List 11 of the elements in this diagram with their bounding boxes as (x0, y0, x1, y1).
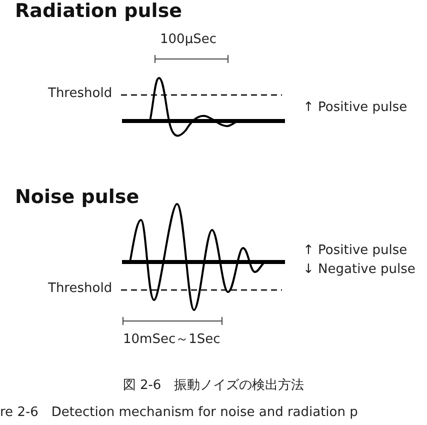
pulse-note: ↓ Negative pulse (303, 262, 416, 277)
dimension-label: 10mSec～1Sec (123, 331, 220, 348)
figure-caption: re 2-6 Detection mechanism for noise and radiation p (0, 404, 358, 421)
section-heading: Radiation pulse (15, 0, 182, 22)
pulse-note: ↑ Positive pulse (303, 243, 408, 258)
dimension-label: 100μSec (160, 32, 216, 47)
threshold-label: Threshold (48, 86, 112, 101)
threshold-label: Threshold (48, 281, 112, 296)
pulse-note: ↑ Positive pulse (303, 100, 408, 115)
figure-caption: 図 2-6 振動ノイズの検出方法 (122, 377, 306, 394)
section-heading: Noise pulse (15, 186, 140, 208)
